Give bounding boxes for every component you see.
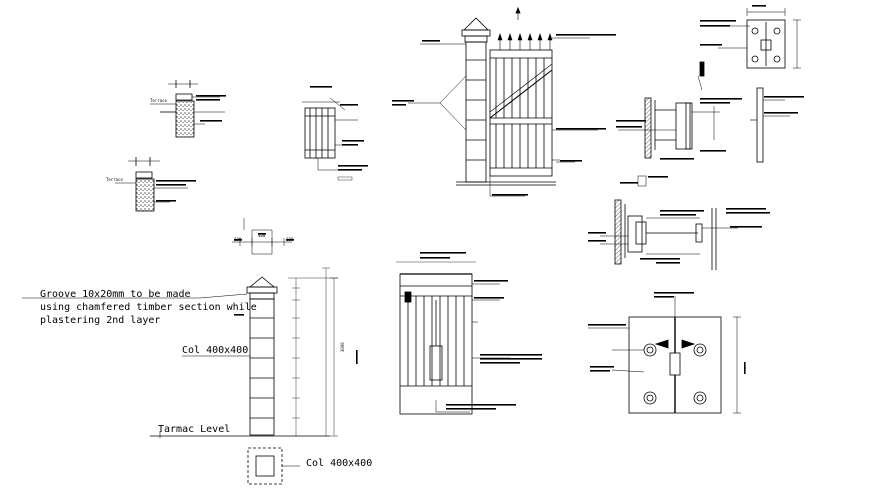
hinge-section-middle (600, 175, 738, 270)
gate-height-dim: 3000 (340, 342, 345, 352)
micro-notes (156, 5, 804, 410)
pillar-elevation (22, 218, 338, 438)
terrace-label-top: Terrace (150, 98, 167, 103)
gate-section-bottom (396, 261, 510, 415)
col-label-plan: Col 400x400 (306, 458, 373, 469)
column-plan (247, 447, 300, 485)
gate-section-small (302, 97, 360, 181)
hinge-plate-plan-top (708, 8, 801, 69)
groove-note-line-1: Groove 10x20mm to be made (40, 289, 191, 300)
col-plan-right-dim: 100 (286, 237, 294, 242)
base-plate-plan (588, 296, 741, 414)
col-plan-width-dim: 400 (258, 233, 266, 238)
groove-note-line-2: using chamfered timber section while (40, 302, 257, 313)
coping-detail-upper (150, 80, 225, 138)
col-label-elevation: Col 400x400 (182, 345, 249, 356)
coping-detail-lower (115, 157, 188, 212)
groove-note-line-3: plastering 2nd layer (40, 315, 161, 326)
terrace-label-mid: Terrace (106, 177, 123, 182)
col-plan-left-dim: 100 (234, 237, 242, 242)
tarmac-level-label: Tarmac Level (158, 424, 231, 435)
gate-elevation-main (408, 6, 598, 197)
hinge-section-upper (618, 61, 790, 163)
